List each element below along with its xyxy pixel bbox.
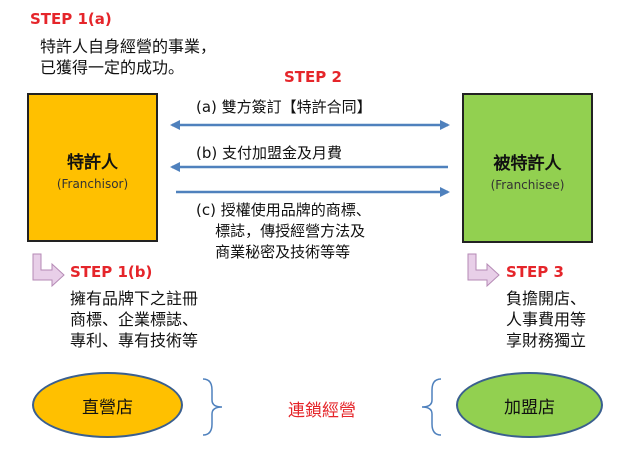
direct-store-ellipse: 直營店: [32, 372, 183, 438]
left-brace-icon: [202, 378, 223, 436]
franchise-store-label: 加盟店: [504, 397, 555, 418]
step-1a-label: STEP 1(a): [30, 10, 112, 28]
step-1a-text: 特許人自身經營的事業， 已獲得一定的成功。: [40, 37, 217, 77]
step-1b-text: 擁有品牌下之註冊 商標、企業標誌、 專利、專有技術等: [70, 289, 199, 350]
bent-arrow-icon-step-3: [467, 253, 500, 288]
chain-operation-label: 連鎖經營: [288, 401, 356, 421]
step-3-label: STEP 3: [506, 263, 564, 281]
step-1b-label: STEP 1(b): [70, 263, 153, 281]
franchisor-english: (Franchisor): [56, 177, 129, 191]
franchisor-name: 特許人: [67, 153, 118, 173]
franchisee-english: (Franchisee): [490, 177, 565, 192]
step-3-text: 負擔開店、 人事費用等 享財務獨立: [506, 289, 587, 350]
direct-store-label: 直營店: [82, 397, 133, 418]
right-brace-icon: [421, 378, 442, 436]
franchisee-box: 被特許人 (Franchisee): [462, 93, 593, 243]
franchise-store-ellipse: 加盟店: [456, 372, 603, 438]
franchisor-box: 特許人 (Franchisor): [27, 93, 158, 242]
arrow-a-label: (a) 雙方簽訂【特許合同】: [196, 98, 372, 116]
step-2-label: STEP 2: [284, 68, 342, 86]
franchisee-name: 被特許人: [493, 153, 562, 174]
arrow-c-label: (c) 授權使用品牌的商標、 標誌，傳授經營方法及 商業秘密及技術等等: [196, 201, 371, 261]
bent-arrow-icon-step-1b: [32, 253, 65, 288]
arrow-b-label: (b) 支付加盟金及月費: [196, 144, 342, 162]
